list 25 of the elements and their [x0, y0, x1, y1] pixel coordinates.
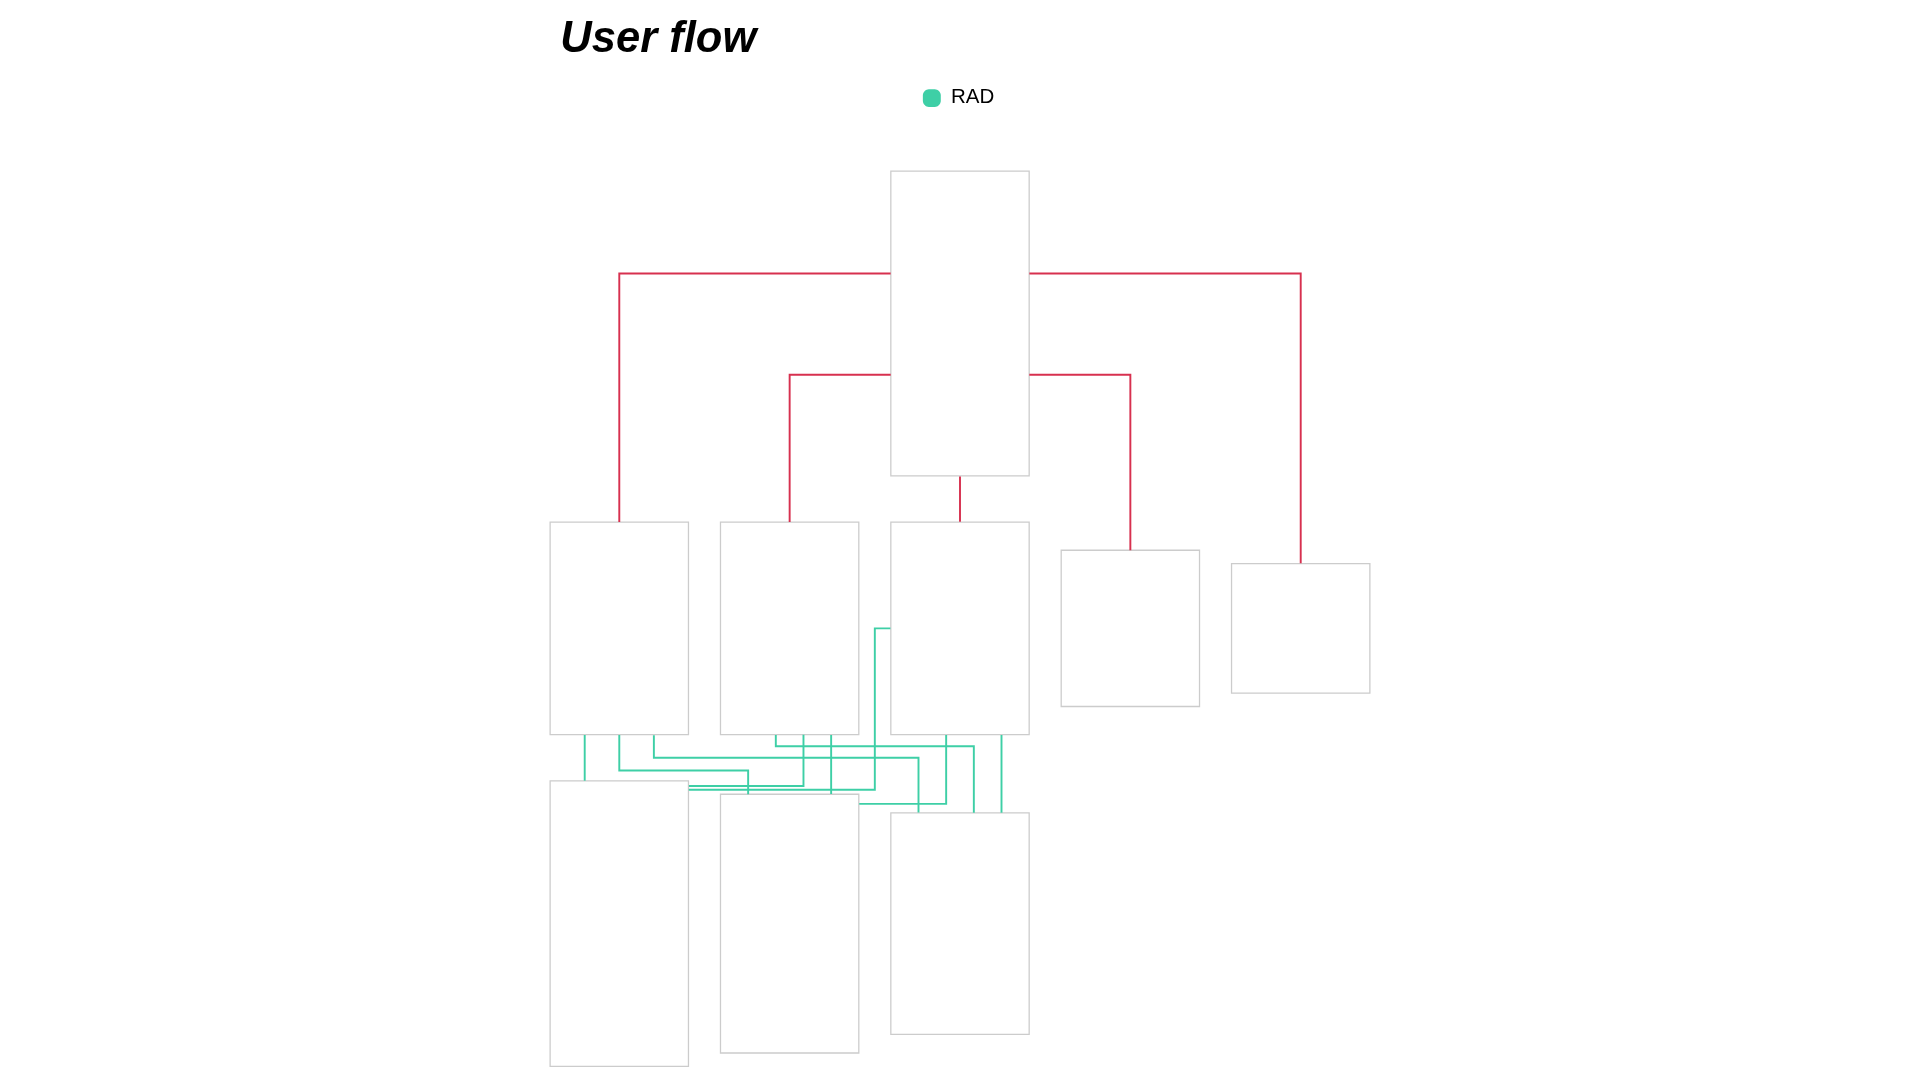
node-box — [1060, 549, 1201, 708]
node-box — [890, 521, 1030, 736]
connector — [687, 627, 892, 791]
connector — [959, 475, 961, 523]
node-box — [1230, 563, 1371, 694]
connector — [830, 734, 833, 795]
connector — [1028, 272, 1302, 565]
node-box — [890, 170, 1030, 477]
connector — [788, 373, 892, 523]
connector — [1028, 373, 1132, 552]
connector — [774, 733, 975, 814]
connector — [618, 734, 750, 796]
node-box — [890, 812, 1030, 1036]
connector — [618, 272, 892, 523]
node-box — [549, 780, 690, 1068]
diagram-title: User flow — [560, 13, 757, 62]
connector — [583, 734, 586, 782]
connector — [858, 734, 948, 805]
legend-label: RAD — [951, 83, 995, 107]
connector — [652, 734, 920, 814]
connector — [1000, 734, 1003, 814]
connector — [687, 733, 805, 787]
node-box — [719, 521, 860, 736]
node-box — [719, 793, 860, 1054]
node-box — [549, 521, 690, 736]
